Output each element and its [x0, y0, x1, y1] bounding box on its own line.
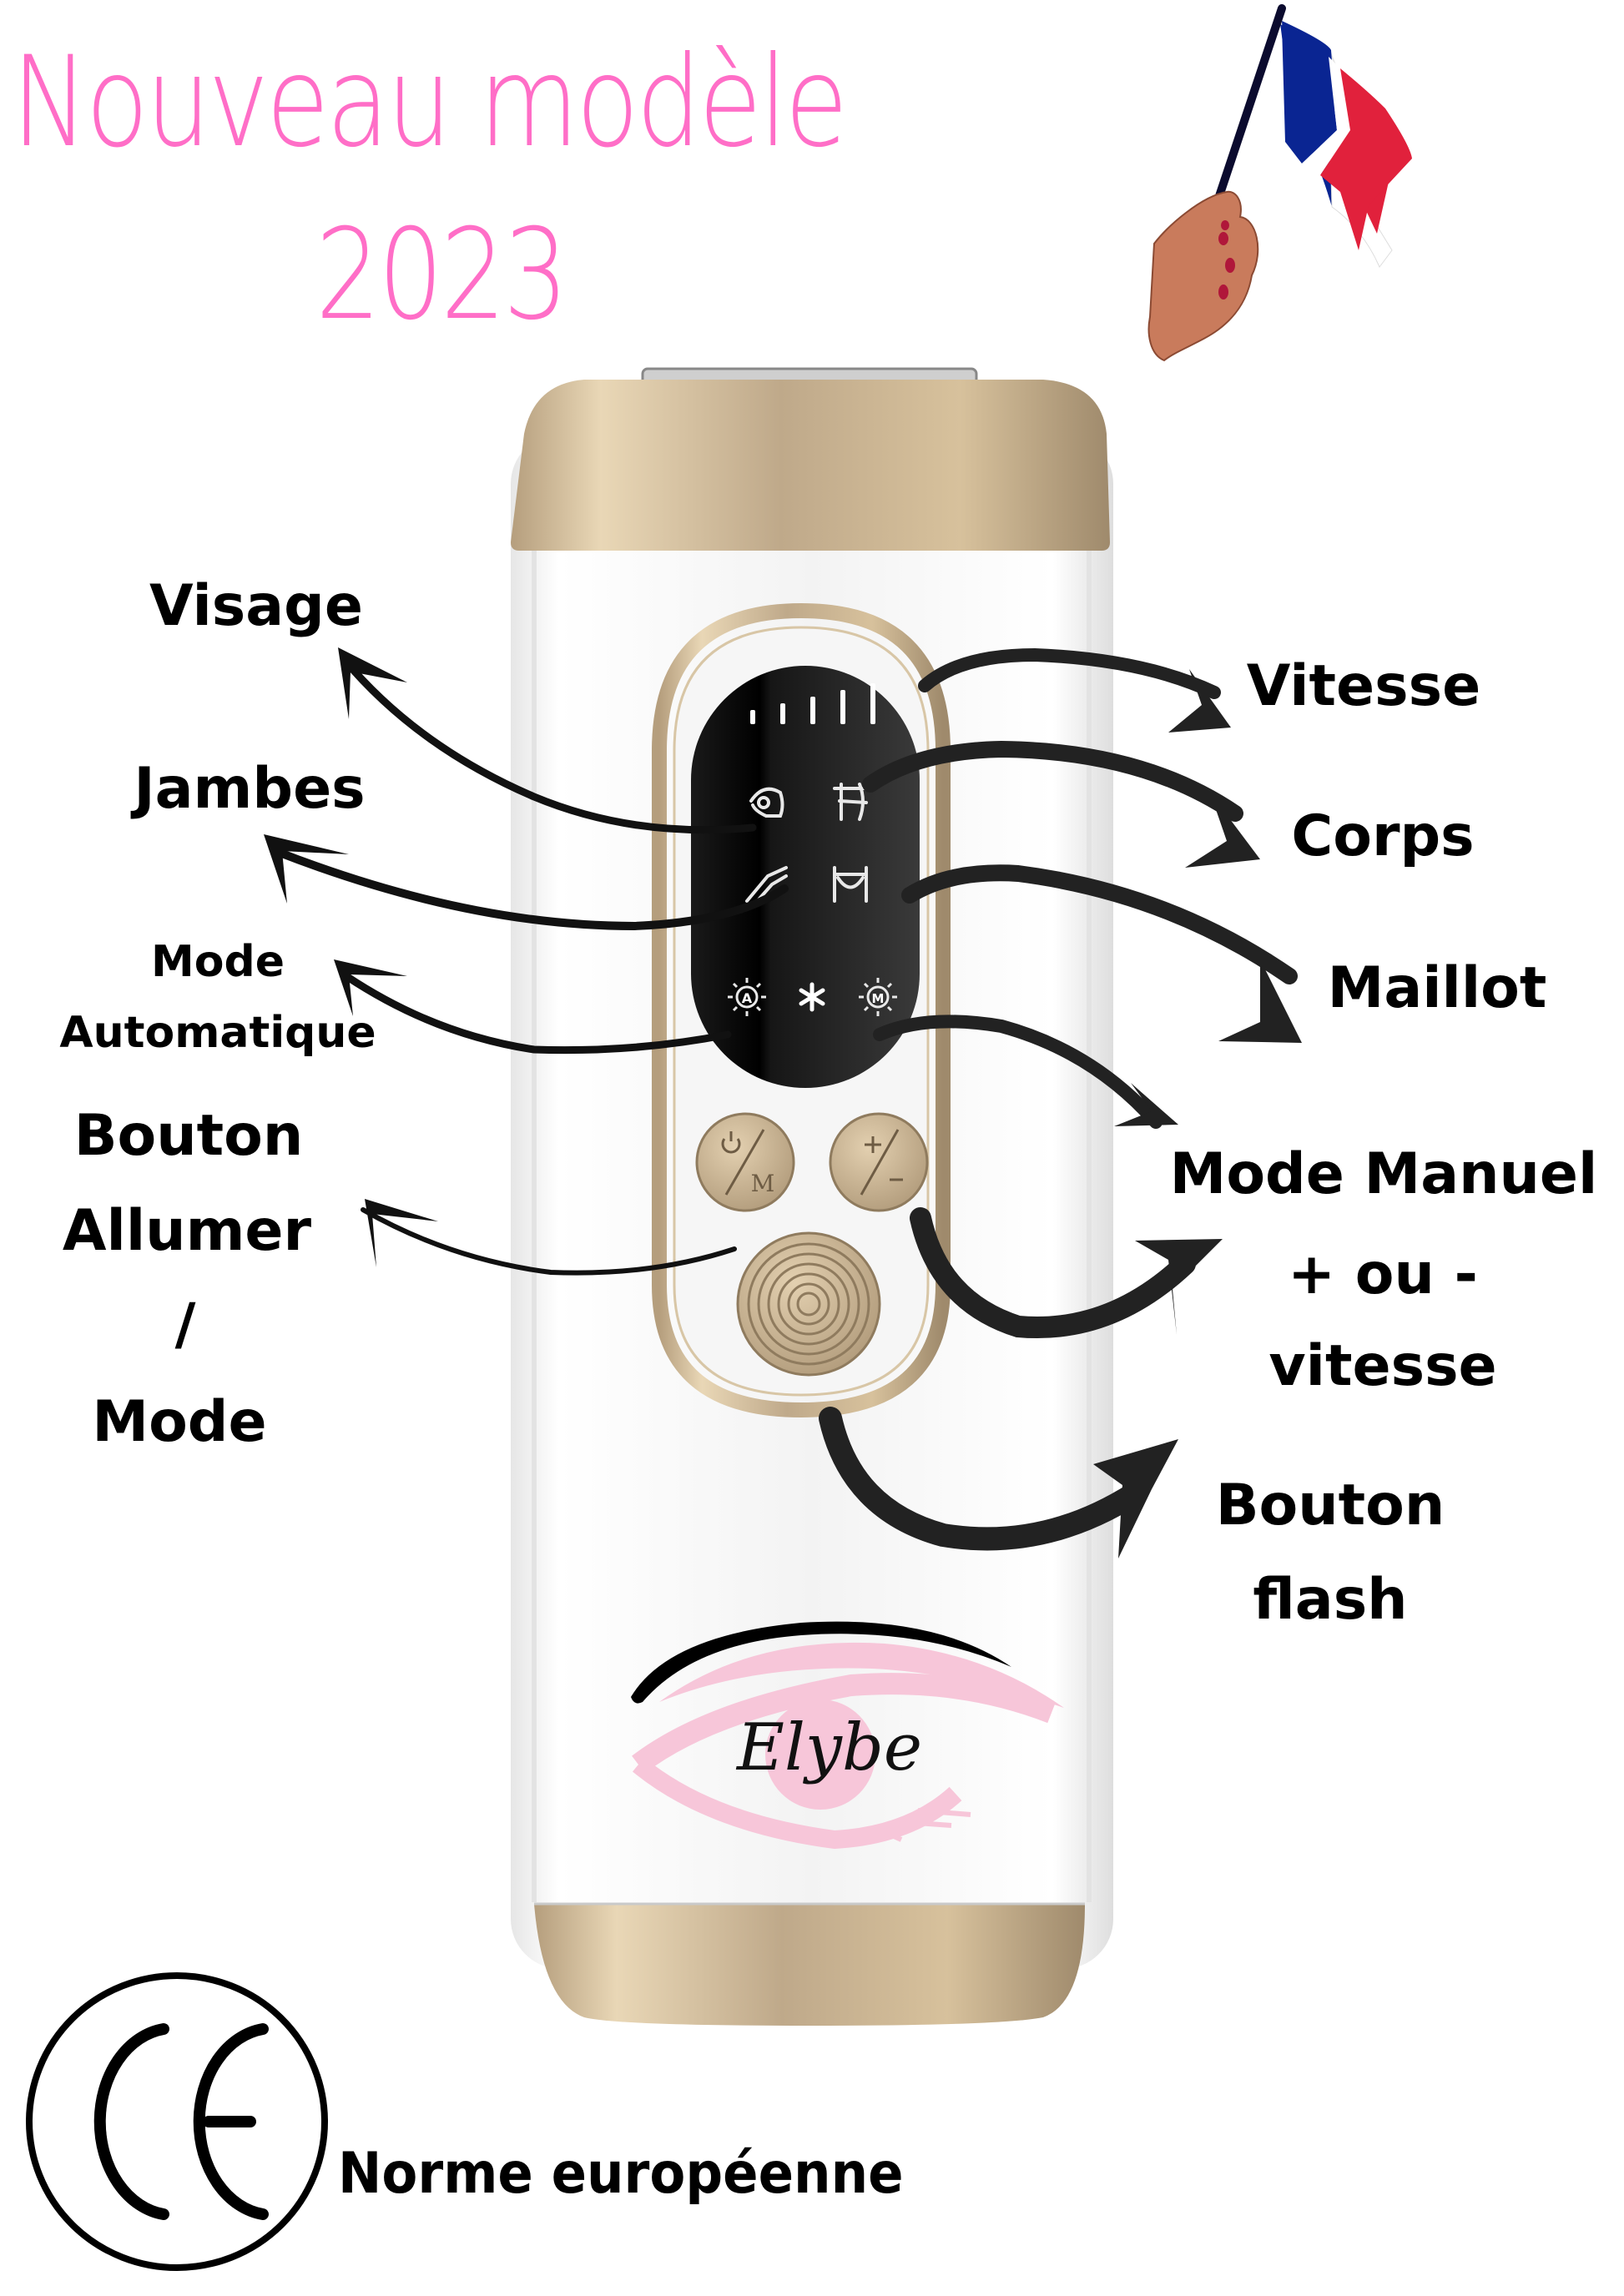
label-manual-line2: + ou - — [1288, 1241, 1478, 1307]
face-icon — [749, 787, 784, 818]
label-mode-auto-line1: Mode — [151, 937, 285, 987]
label-power-line1: Bouton — [73, 1103, 304, 1169]
svg-text:M: M — [751, 1170, 775, 1197]
auto-mode-icon — [735, 985, 759, 1009]
cooling-snowflake-icon — [799, 982, 825, 1012]
label-manual-line3: vitesse — [1268, 1333, 1497, 1399]
elybe-logo — [631, 1621, 1064, 1850]
bikini-icon — [833, 866, 868, 903]
manual-mode-icon — [866, 985, 890, 1009]
norme-europeenne-label: Norme européenne — [338, 2141, 904, 2207]
body-icon — [833, 783, 868, 821]
plus-minus-button — [829, 1112, 929, 1212]
svg-text:M: M — [872, 991, 885, 1006]
label-power-line4: Mode — [92, 1389, 267, 1455]
control-screen — [691, 666, 920, 1088]
label-mode-auto-line2: Automatique — [59, 1008, 376, 1058]
label-power-line2: Allumer — [62, 1198, 312, 1264]
label-maillot: Maillot — [1327, 955, 1547, 1021]
label-flash-line1: Bouton — [1215, 1473, 1445, 1538]
label-visage: Visage — [149, 573, 363, 639]
label-flash-line2: flash — [1253, 1567, 1408, 1633]
flash-button — [736, 1231, 881, 1377]
power-mode-button: M — [695, 1112, 795, 1212]
title-line-2: 2023 — [315, 203, 568, 348]
label-power-line3: / — [174, 1292, 196, 1357]
label-corps: Corps — [1291, 803, 1475, 869]
label-vitesse: Vitesse — [1246, 653, 1481, 719]
svg-text:A: A — [742, 990, 753, 1006]
title-line-1: Nouveau modèle — [12, 30, 848, 175]
label-jambes: Jambes — [134, 756, 366, 822]
brand-name: Elybe — [737, 1710, 923, 1785]
label-manual-line1: Mode Manuel — [1169, 1141, 1598, 1207]
